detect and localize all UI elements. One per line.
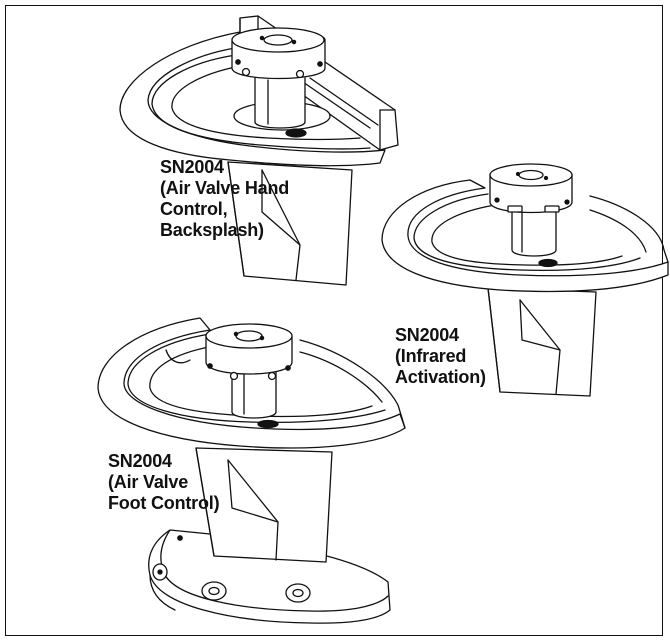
label-line: Activation) — [395, 367, 486, 387]
label-infrared-activation: SN2004 (Infrared Activation) — [395, 325, 486, 388]
label-line: Foot Control) — [108, 493, 220, 513]
fixture-hand-control-backsplash — [119, 15, 399, 286]
label-model: SN2004 — [395, 325, 459, 345]
label-model: SN2004 — [108, 451, 172, 471]
label-hand-control-backsplash: SN2004 (Air Valve Hand Control, Backspla… — [160, 157, 289, 241]
label-line: Backsplash) — [160, 220, 264, 240]
label-line: (Infrared — [395, 346, 467, 366]
label-model: SN2004 — [160, 157, 224, 177]
fixture-infrared — [381, 163, 669, 397]
label-line: (Air Valve — [108, 472, 189, 492]
fixture-foot-control — [97, 317, 406, 624]
label-foot-control: SN2004 (Air Valve Foot Control) — [108, 451, 220, 514]
label-line: (Air Valve Hand — [160, 178, 290, 198]
label-line: Control, — [160, 199, 228, 219]
